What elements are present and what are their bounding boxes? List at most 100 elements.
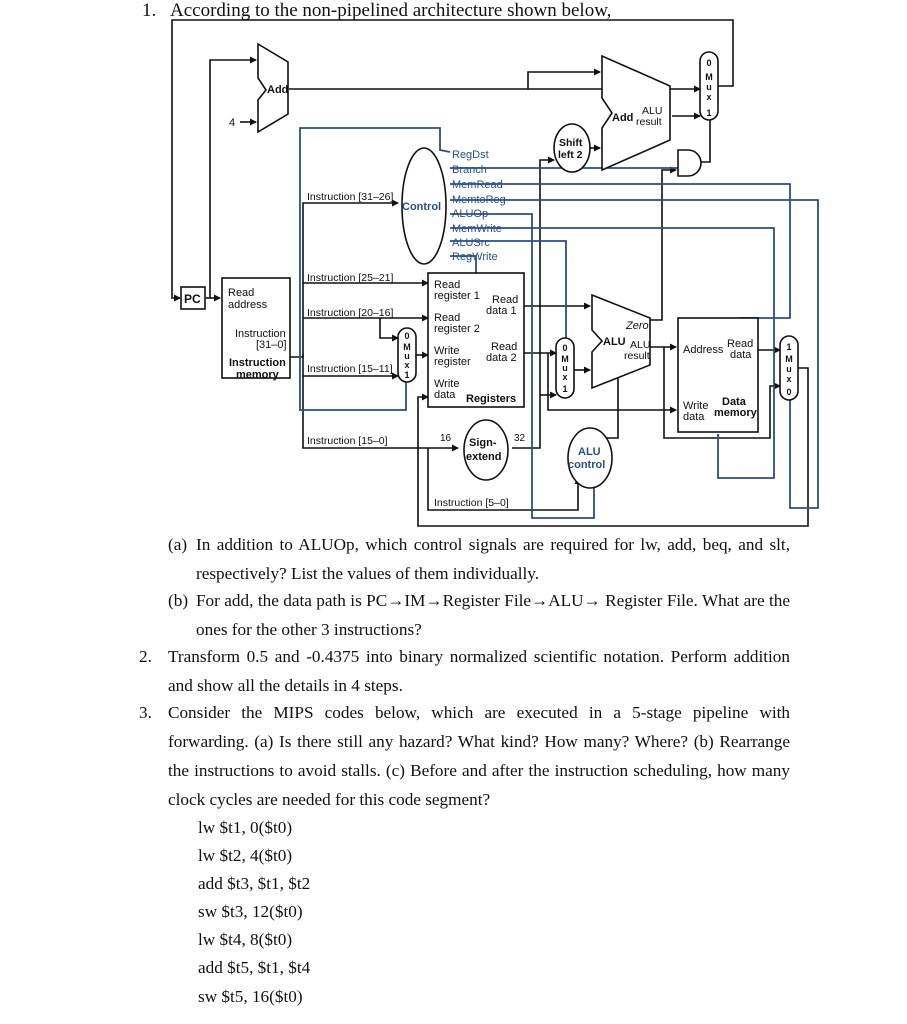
control-label: Control xyxy=(402,201,441,213)
label-instr-5-0: Instruction [5–0] xyxy=(434,497,509,509)
pcsrc-mux-u: u xyxy=(706,82,712,92)
question-1b-label: (b) xyxy=(168,591,189,610)
question-3-number: 3. xyxy=(139,703,152,722)
dm-write-sub: data xyxy=(683,411,705,423)
alu-result-label: ALU xyxy=(630,339,650,351)
memtoreg-mux-m: M xyxy=(785,354,793,364)
datapath-diagram: PC Read address Instruction [31–0] Instr… xyxy=(171,19,819,527)
im-bits-label: [31–0] xyxy=(256,339,287,351)
memtoreg-mux-x: x xyxy=(786,374,791,384)
rf-rd2-label: Read xyxy=(491,341,517,353)
width-16: 16 xyxy=(440,433,452,444)
rf-rd1-label: Read xyxy=(492,294,518,306)
branch-adder xyxy=(601,54,671,172)
question-1a-label: (a) xyxy=(168,535,188,554)
rf-rd1-sub: data 1 xyxy=(486,305,517,317)
width-32: 32 xyxy=(514,433,526,444)
signal-memtoreg: MemtoReg xyxy=(452,194,506,206)
alusrc-mux-m: M xyxy=(561,354,569,364)
alu-zero-label: Zero xyxy=(625,320,649,332)
constant-four: 4 xyxy=(229,117,235,129)
alu-control xyxy=(567,427,613,489)
signal-memwrite: MemWrite xyxy=(452,223,502,235)
control-signal-labels: RegDst Branch MemRead MemtoReg ALUOp Mem… xyxy=(452,149,506,263)
code-line: add $t5, $t1, $t4 xyxy=(198,958,311,978)
rf-wdata-sub: data xyxy=(434,389,456,401)
rf-read1-label: Read xyxy=(434,279,460,291)
rf-read1-sub: register 1 xyxy=(434,290,480,302)
code-line: lw $t1, 0($t0) xyxy=(198,818,293,837)
branch-adder-alu: ALU xyxy=(642,105,662,117)
label-instr-20-16: Instruction [20–16] xyxy=(307,307,393,319)
dm-address-label: Address xyxy=(683,344,724,356)
signal-regdst: RegDst xyxy=(452,149,489,161)
rf-write-sub: register xyxy=(434,356,471,368)
label-instr-31-26: Instruction [31–26] xyxy=(307,191,393,203)
branch-adder-label: Add xyxy=(612,112,633,124)
alu-control-sub: control xyxy=(568,459,605,471)
sign-extend xyxy=(463,419,509,481)
datapath-wires xyxy=(171,19,809,527)
memtoreg-mux-u: u xyxy=(786,364,792,374)
signal-aluop: ALUOp xyxy=(452,208,488,220)
alusrc-mux-x: x xyxy=(562,372,567,382)
question-3-text: Consider the MIPS codes below, which are… xyxy=(168,703,790,809)
dm-title: Data xyxy=(722,396,747,408)
pcsrc-mux-0: 0 xyxy=(706,58,711,68)
im-read-label: Read xyxy=(228,287,254,299)
regdst-mux xyxy=(397,327,417,383)
im-instruction-label: Instruction xyxy=(235,328,286,340)
instruction-memory xyxy=(221,277,291,379)
pc-adder-label: Add xyxy=(267,84,288,96)
regdst-mux-u: u xyxy=(404,351,410,361)
data-memory xyxy=(677,317,759,433)
signal-branch: Branch xyxy=(452,164,487,176)
question-2: 2. Transform 0.5 and -0.4375 into binary… xyxy=(139,642,790,700)
mips-code-listing: lw $t1, 0($t0) lw $t2, 4($t0) add $t3, $… xyxy=(198,814,310,1011)
shift-sub: left 2 xyxy=(558,149,583,161)
regdst-mux-x: x xyxy=(404,360,409,370)
alu-label: ALU xyxy=(603,336,626,348)
shift-left-2 xyxy=(553,123,591,173)
label-instr-25-21: Instruction [25–21] xyxy=(307,272,393,284)
signal-alusrc: ALUSrc xyxy=(452,237,490,249)
branch-adder-result: result xyxy=(636,116,662,128)
regdst-mux-0: 0 xyxy=(404,331,409,341)
im-title: Instruction xyxy=(229,357,286,369)
code-line: lw $t2, 4($t0) xyxy=(198,846,293,866)
regdst-mux-m: M xyxy=(403,342,411,352)
code-line: sw $t5, 16($t0) xyxy=(198,986,303,1006)
pc-adder xyxy=(257,42,289,134)
label-instr-15-11: Instruction [15–11] xyxy=(307,363,393,375)
question-1-text: According to the non-pipelined architect… xyxy=(170,0,612,21)
alu-control-label: ALU xyxy=(578,446,601,458)
question-2-text: Transform 0.5 and -0.4375 into binary no… xyxy=(168,647,790,695)
dm-read-label: Read xyxy=(727,338,753,350)
signal-memread: MemRead xyxy=(452,179,503,191)
label-instr-15-0: Instruction [15–0] xyxy=(307,435,388,447)
question-1b: (b) For add, the data path is PC→IM→Regi… xyxy=(168,586,790,644)
pc-label: PC xyxy=(184,292,201,306)
regdst-mux-1: 1 xyxy=(404,370,409,380)
memtoreg-mux-0: 0 xyxy=(786,387,791,397)
code-line: lw $t4, 8($t0) xyxy=(198,930,293,950)
pc-register xyxy=(180,286,206,310)
alusrc-mux-0: 0 xyxy=(562,343,567,353)
alusrc-mux-1: 1 xyxy=(562,384,567,394)
code-line: add $t3, $t1, $t2 xyxy=(198,874,311,894)
question-3: 3. Consider the MIPS codes below, which … xyxy=(139,698,790,814)
rf-read2-label: Read xyxy=(434,312,460,324)
question-1-number: 1. xyxy=(142,0,157,21)
rf-wdata-label: Write xyxy=(434,378,459,390)
control-unit xyxy=(401,147,447,265)
shift-label: Shift xyxy=(559,137,583,149)
question-1b-text: For add, the data path is PC→IM→Register… xyxy=(196,591,790,639)
memtoreg-mux-1: 1 xyxy=(786,342,791,352)
sign-extend-label: Sign- xyxy=(469,437,497,449)
question-2-number: 2. xyxy=(139,647,152,666)
memtoreg-mux xyxy=(779,335,799,401)
im-address-label: address xyxy=(228,299,268,311)
code-line: sw $t3, 12($t0) xyxy=(198,902,303,922)
signal-regwrite: RegWrite xyxy=(452,251,498,263)
sign-extend-sub: extend xyxy=(466,451,501,463)
